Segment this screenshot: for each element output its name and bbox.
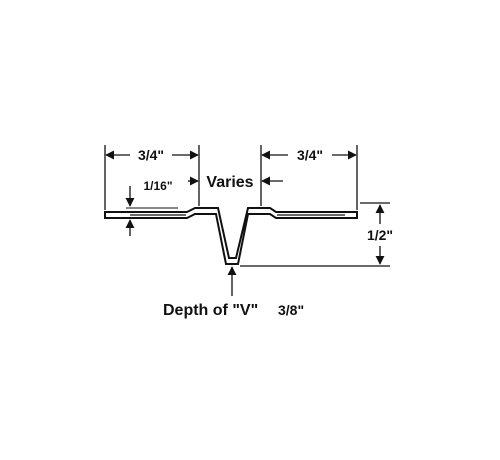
depth-value: 3/8" <box>278 302 304 318</box>
left-width-label: 3/4" <box>138 147 164 163</box>
right-width-label: 3/4" <box>297 147 323 163</box>
depth-label: Depth of "V" <box>163 302 258 319</box>
profile-outline <box>104 207 358 265</box>
height-label: 1/2" <box>367 227 393 243</box>
gap-label: Varies <box>206 174 253 191</box>
lip-thickness-label: 1/16" <box>143 179 172 193</box>
